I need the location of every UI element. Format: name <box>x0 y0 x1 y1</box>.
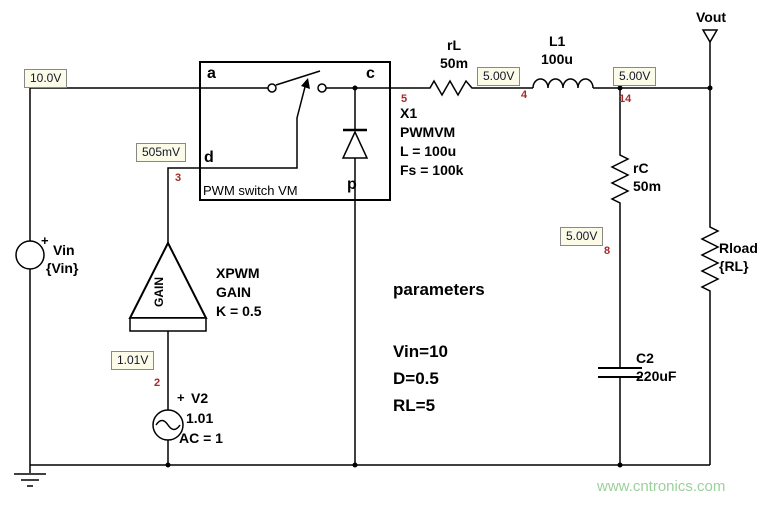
vin-plus-sign: + <box>41 233 49 248</box>
parameter-rl: RL=5 <box>393 396 436 415</box>
junction-dots <box>165 85 713 468</box>
switch-contact-c <box>317 83 327 93</box>
l1-value: 100u <box>541 51 573 67</box>
xpwm-gain: K = 0.5 <box>216 303 262 319</box>
rl-resistor-icon <box>424 79 481 97</box>
control-arrow-line <box>200 82 307 169</box>
node-number-3: 3 <box>175 172 182 184</box>
node-number-8: 8 <box>604 245 611 257</box>
wire-d-to-gain <box>167 167 200 243</box>
control-arrowhead-icon <box>301 78 310 89</box>
voltage-label-node8: 5.00V <box>560 227 604 246</box>
terminal-c: c <box>366 65 375 82</box>
gain-triangle-icon <box>128 240 208 319</box>
l1-inductor-icon <box>532 78 594 89</box>
watermark-text: www.cntronics.com <box>597 478 726 495</box>
switch-contact-a <box>267 83 277 93</box>
rload-resistor-icon <box>700 222 720 298</box>
node-number-14: 14 <box>619 93 632 105</box>
x1-name: X1 <box>400 105 418 121</box>
v2-plus-sign: + <box>177 390 185 405</box>
c2-name: C2 <box>636 350 654 366</box>
diode-icon <box>341 130 369 159</box>
sine-icon <box>155 419 181 431</box>
xpwm-annotation: XPWM GAIN K = 0.5 <box>216 264 262 321</box>
gain-inner-label: GAIN <box>152 277 166 307</box>
l1-name: L1 <box>549 33 566 49</box>
voltage-label-input: 10.0V <box>24 69 68 88</box>
node-number-2: 2 <box>154 377 161 389</box>
parameter-d: D=0.5 <box>393 369 439 388</box>
rc-name: rC <box>633 160 649 176</box>
v2-name: V2 <box>191 390 209 406</box>
xpwm-type: GAIN <box>216 284 251 300</box>
rl-name: rL <box>447 37 461 53</box>
terminal-p: p <box>347 176 357 193</box>
pwm-block-outline <box>199 61 391 201</box>
parameters-list: Vin=10 D=0.5 RL=5 <box>393 338 448 419</box>
rload-name: Rload <box>719 240 758 256</box>
x1-inductance: L = 100u <box>400 143 457 159</box>
voltage-label-node14: 5.00V <box>613 67 657 86</box>
xpwm-name: XPWM <box>216 265 260 281</box>
parameters-heading: parameters <box>393 280 485 299</box>
c2-value: 220uF <box>636 368 677 384</box>
rl-value: 50m <box>440 55 469 71</box>
terminal-d: d <box>204 149 214 166</box>
v2-ac: AC = 1 <box>179 430 223 446</box>
ground-icon <box>14 473 46 487</box>
vin-name: Vin <box>53 242 75 258</box>
voltage-label-node4: 5.00V <box>477 67 521 86</box>
gain-base-bar <box>129 317 207 332</box>
x1-annotation: X1 PWMVM L = 100u Fs = 100k <box>400 104 463 180</box>
switch-lever <box>275 70 321 86</box>
voltage-label-duty: 505mV <box>136 143 187 162</box>
x1-frequency: Fs = 100k <box>400 162 464 178</box>
rc-value: 50m <box>633 178 662 194</box>
vin-source-circle <box>15 240 45 270</box>
rload-value: {RL} <box>719 258 749 274</box>
v2-value: 1.01 <box>186 410 214 426</box>
rc-resistor-icon <box>610 150 630 212</box>
x1-model: PWMVM <box>400 124 456 140</box>
vout-label: Vout <box>696 9 727 25</box>
vout-port-icon <box>701 29 719 44</box>
voltage-label-control: 1.01V <box>111 351 155 370</box>
pwm-block-caption: PWM switch VM <box>203 183 298 198</box>
terminal-a: a <box>207 65 216 82</box>
node-number-5: 5 <box>401 93 408 105</box>
node-number-4: 4 <box>521 89 528 101</box>
parameter-vin: Vin=10 <box>393 342 448 361</box>
vin-value: {Vin} <box>46 260 79 276</box>
